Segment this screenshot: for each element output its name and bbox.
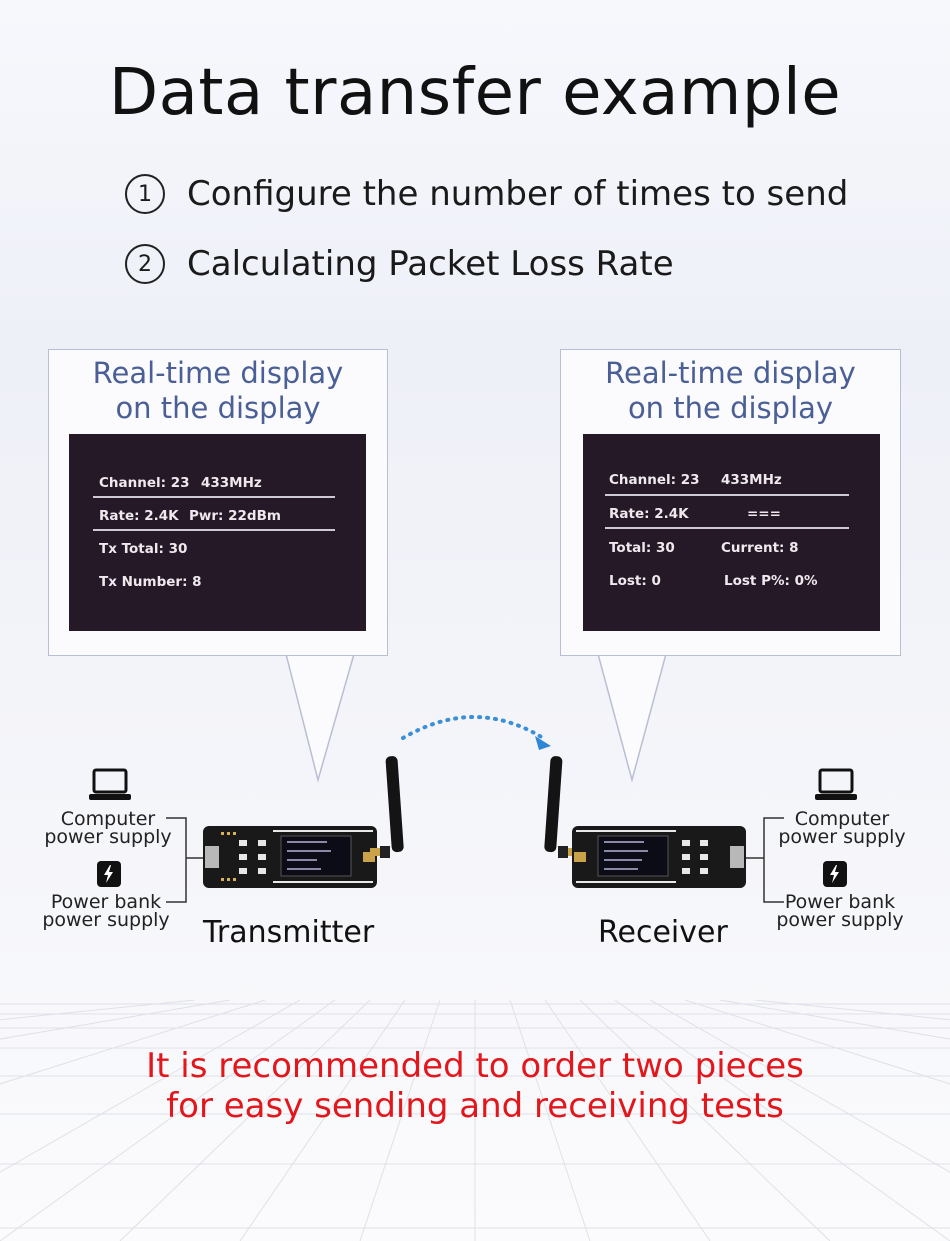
feature-1: 1 Configure the number of times to send: [125, 174, 848, 214]
tx-computer-label-2: power supply: [44, 826, 172, 848]
laptop-icon: [815, 768, 857, 800]
rx-power-bracket: [746, 817, 784, 903]
receiver-board-detail: [574, 830, 744, 883]
tx-display-bubble: Real-time display on the display Channel…: [48, 349, 388, 656]
rx-row-3a: Total: 30: [609, 540, 675, 556]
feature-number-2: 2: [125, 244, 165, 284]
page-title: Data transfer example: [108, 56, 842, 130]
tx-bank-label-2: power supply: [42, 909, 170, 931]
tx-row-1a: Channel: 23: [99, 475, 190, 491]
tx-row-4a: Tx Number: 8: [99, 574, 202, 590]
tx-computer-label-1: Computer: [60, 808, 156, 830]
rx-oled-screen: Channel: 23 433MHz Rate: 2.4K === Total:…: [583, 434, 880, 631]
tx-row-3a: Tx Total: 30: [99, 541, 188, 557]
tx-row-2a: Rate: 2.4K: [99, 508, 179, 524]
tx-oled-screen: Channel: 23 433MHz Rate: 2.4K Pwr: 22dBm…: [69, 434, 366, 631]
perspective-grid: [0, 1000, 950, 1241]
rx-computer-label-1: Computer: [794, 808, 890, 830]
antenna-icon: [370, 756, 404, 858]
power-bank-icon: [823, 861, 847, 887]
tx-bubble-tail: [285, 652, 355, 783]
rx-row-4b: Lost P%: 0%: [724, 573, 818, 589]
feature-text-2: Calculating Packet Loss Rate: [187, 244, 674, 284]
feature-text-1: Configure the number of times to send: [187, 174, 849, 214]
power-bank-icon: [97, 861, 121, 887]
tx-caption-1: Real-time display: [92, 356, 344, 390]
rx-display-bubble: Real-time display on the display Channel…: [560, 349, 901, 656]
tx-power-bracket: [166, 817, 204, 903]
rx-bubble-tail: [597, 652, 667, 783]
transmitter-board: [203, 826, 377, 888]
tx-divider-1: [93, 496, 335, 498]
rx-divider-2: [605, 527, 849, 529]
tx-computer-label: Computer power supply: [38, 808, 178, 848]
rx-bank-label-2: power supply: [776, 909, 904, 931]
recommendation-line-1: It is recommended to order two pieces: [146, 1046, 804, 1086]
rx-caption-1: Real-time display: [605, 356, 856, 390]
tx-row-2b: Pwr: 22dBm: [189, 508, 281, 524]
rx-row-3b: Current: 8: [721, 540, 799, 556]
transmitter-label: Transmitter: [203, 915, 375, 950]
tx-caption-2: on the display: [115, 391, 321, 425]
rx-computer-label: Computer power supply: [772, 808, 912, 848]
tx-bank-label-1: Power bank: [50, 891, 162, 913]
antenna-icon: [544, 756, 578, 858]
rx-bank-label-1: Power bank: [784, 891, 896, 913]
rx-row-1b: 433MHz: [721, 472, 782, 488]
feature-number-1: 1: [125, 174, 165, 214]
signal-arrow-icon: [401, 715, 551, 750]
rx-row-2a: Rate: 2.4K: [609, 506, 689, 522]
tx-bank-label: Power bank power supply: [36, 891, 176, 931]
rx-divider-1: [605, 494, 849, 496]
recommendation-line-2: for easy sending and receiving tests: [166, 1086, 784, 1126]
tx-row-1b: 433MHz: [201, 475, 262, 491]
rx-row-4a: Lost: 0: [609, 573, 661, 589]
laptop-icon: [89, 768, 131, 800]
rx-row-2b: ===: [747, 506, 781, 522]
receiver-label: Receiver: [598, 915, 728, 950]
rx-computer-label-2: power supply: [778, 826, 906, 848]
feature-2: 2 Calculating Packet Loss Rate: [125, 244, 674, 284]
tx-divider-2: [93, 529, 335, 531]
transmitter-board-detail: [205, 830, 375, 883]
rx-bank-label: Power bank power supply: [770, 891, 910, 931]
receiver-board: [572, 826, 746, 888]
rx-row-1a: Channel: 23: [609, 472, 700, 488]
rx-caption-2: on the display: [627, 391, 834, 425]
